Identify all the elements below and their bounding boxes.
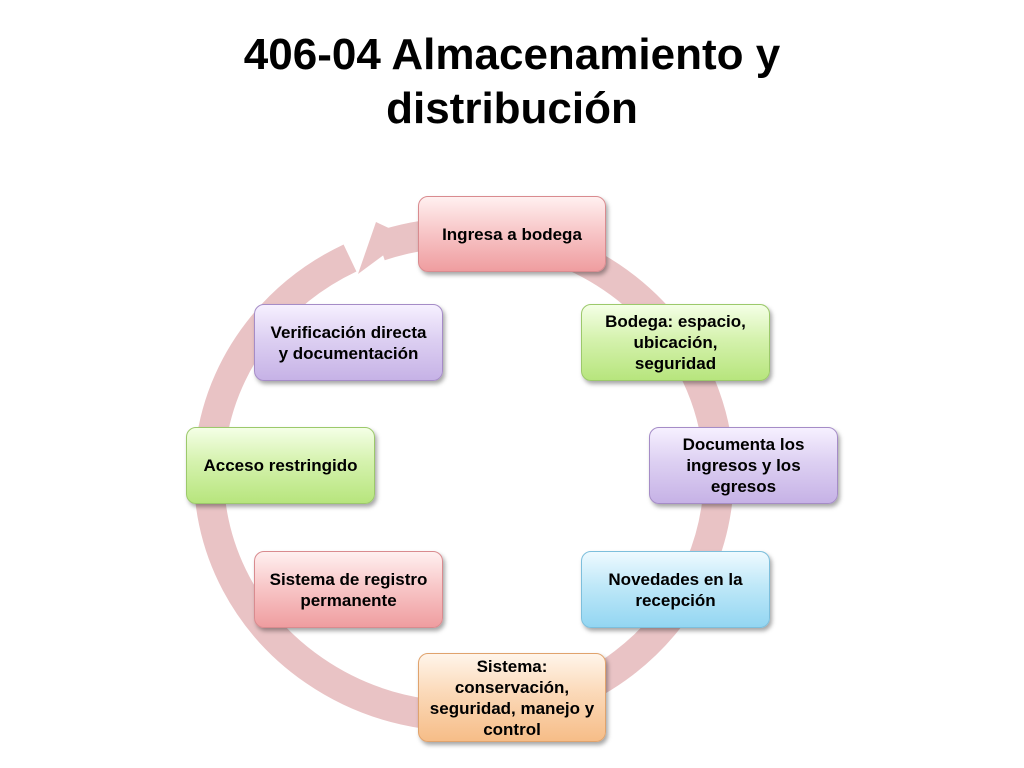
cycle-step-acceso-restringido: Acceso restringido bbox=[186, 427, 375, 504]
cycle-step-verificacion-directa: Verificación directa y documentación bbox=[254, 304, 443, 381]
cycle-step-documenta-ingresos: Documenta los ingresos y los egresos bbox=[649, 427, 838, 504]
cycle-step-sistema-conservacion: Sistema: conservación, seguridad, manejo… bbox=[418, 653, 606, 742]
cycle-step-ingresa-bodega: Ingresa a bodega bbox=[418, 196, 606, 272]
cycle-step-novedades-recepcion: Novedades en la recepción bbox=[581, 551, 770, 628]
page-title: 406-04 Almacenamiento y distribución bbox=[243, 30, 781, 133]
cycle-step-bodega-espacio: Bodega: espacio, ubicación, seguridad bbox=[581, 304, 770, 381]
cycle-step-sistema-registro: Sistema de registro permanente bbox=[254, 551, 443, 628]
